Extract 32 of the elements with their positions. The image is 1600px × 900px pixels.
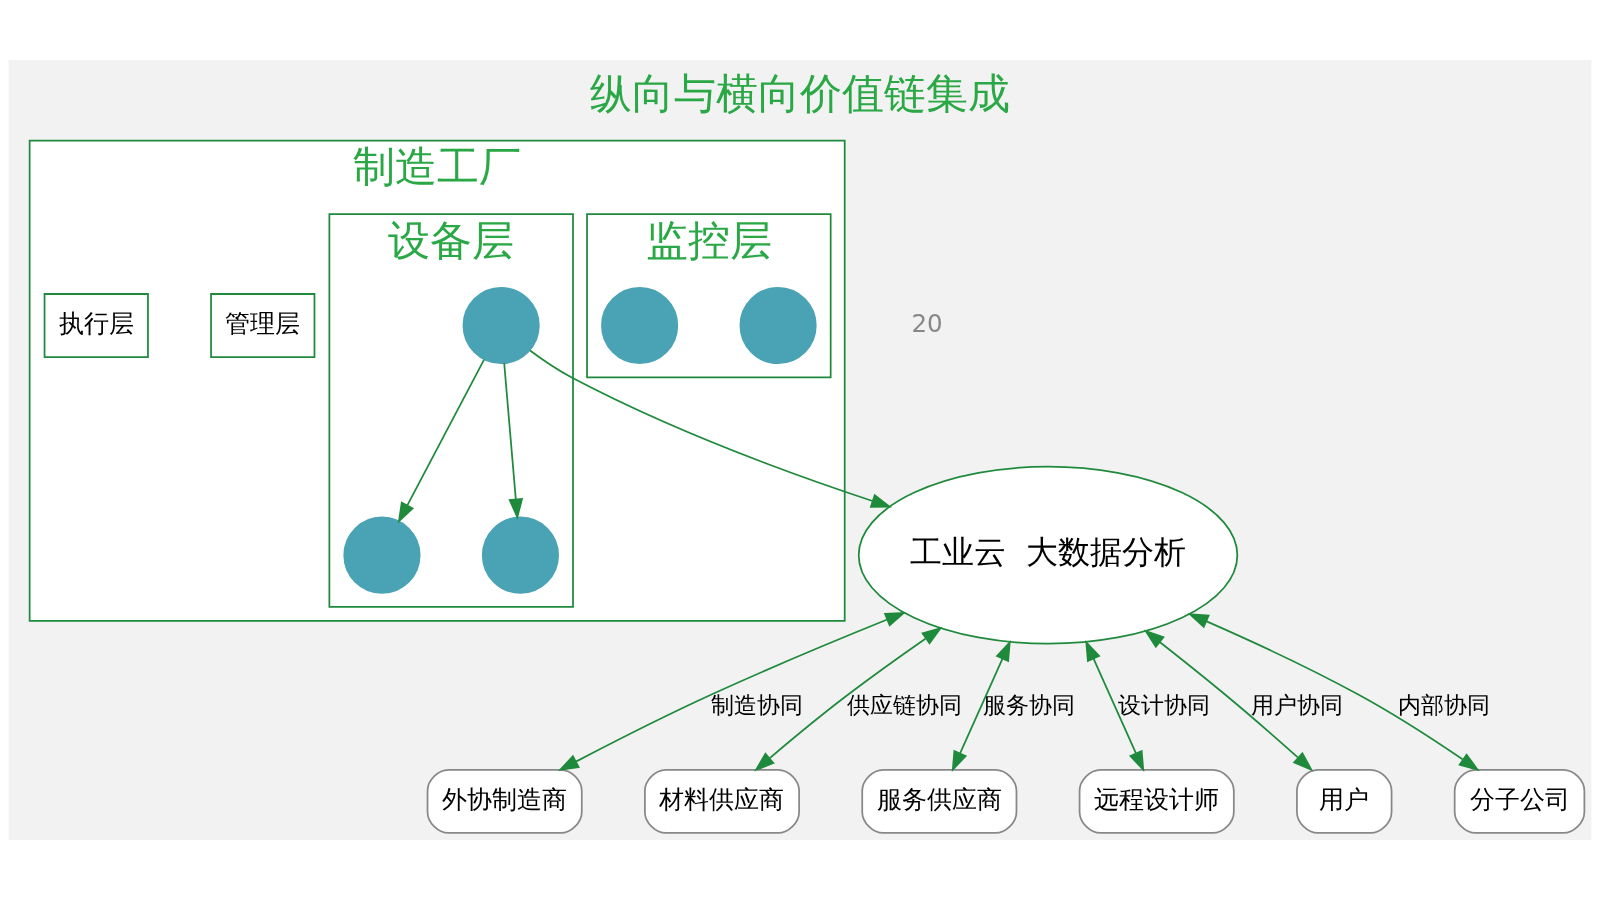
- arrow: [1085, 640, 1145, 772]
- diagram-title: 纵向与横向价值链集成: [590, 68, 1010, 118]
- arrow: [397, 358, 485, 524]
- node-circle: [601, 287, 679, 365]
- node-box: 用户: [1296, 769, 1393, 834]
- edge-label: 内部协同: [1398, 691, 1491, 718]
- arrow: [1187, 613, 1480, 772]
- edge-label: 供应链协同: [846, 691, 962, 718]
- node-box: 服务供应商: [861, 769, 1018, 834]
- edge-label: 设计协同: [1117, 691, 1210, 718]
- node-circle: [343, 516, 421, 594]
- arrow: [503, 362, 524, 520]
- node-circle: [739, 287, 817, 365]
- node-box: 执行层: [43, 293, 149, 358]
- node-box: 远程设计师: [1078, 769, 1235, 834]
- arrow: [951, 640, 1011, 772]
- cluster: 设备层: [328, 213, 574, 608]
- label: 20: [911, 309, 943, 339]
- edge-label: 用户协同: [1250, 691, 1343, 718]
- node-box: 管理层: [210, 293, 316, 358]
- node-circle: [462, 287, 540, 365]
- cluster: 监控层: [586, 213, 832, 379]
- edge-label: 制造协同: [711, 691, 804, 718]
- node-box: 外协制造商: [426, 769, 583, 834]
- arrow: [754, 626, 943, 772]
- arrow: [529, 349, 892, 508]
- edge-label: 服务协同: [982, 691, 1075, 718]
- arrow: [557, 611, 907, 772]
- arrow: [1143, 629, 1314, 772]
- node-box: 材料供应商: [644, 769, 800, 834]
- node-circle: [481, 516, 559, 594]
- node-box: 分子公司: [1453, 769, 1586, 834]
